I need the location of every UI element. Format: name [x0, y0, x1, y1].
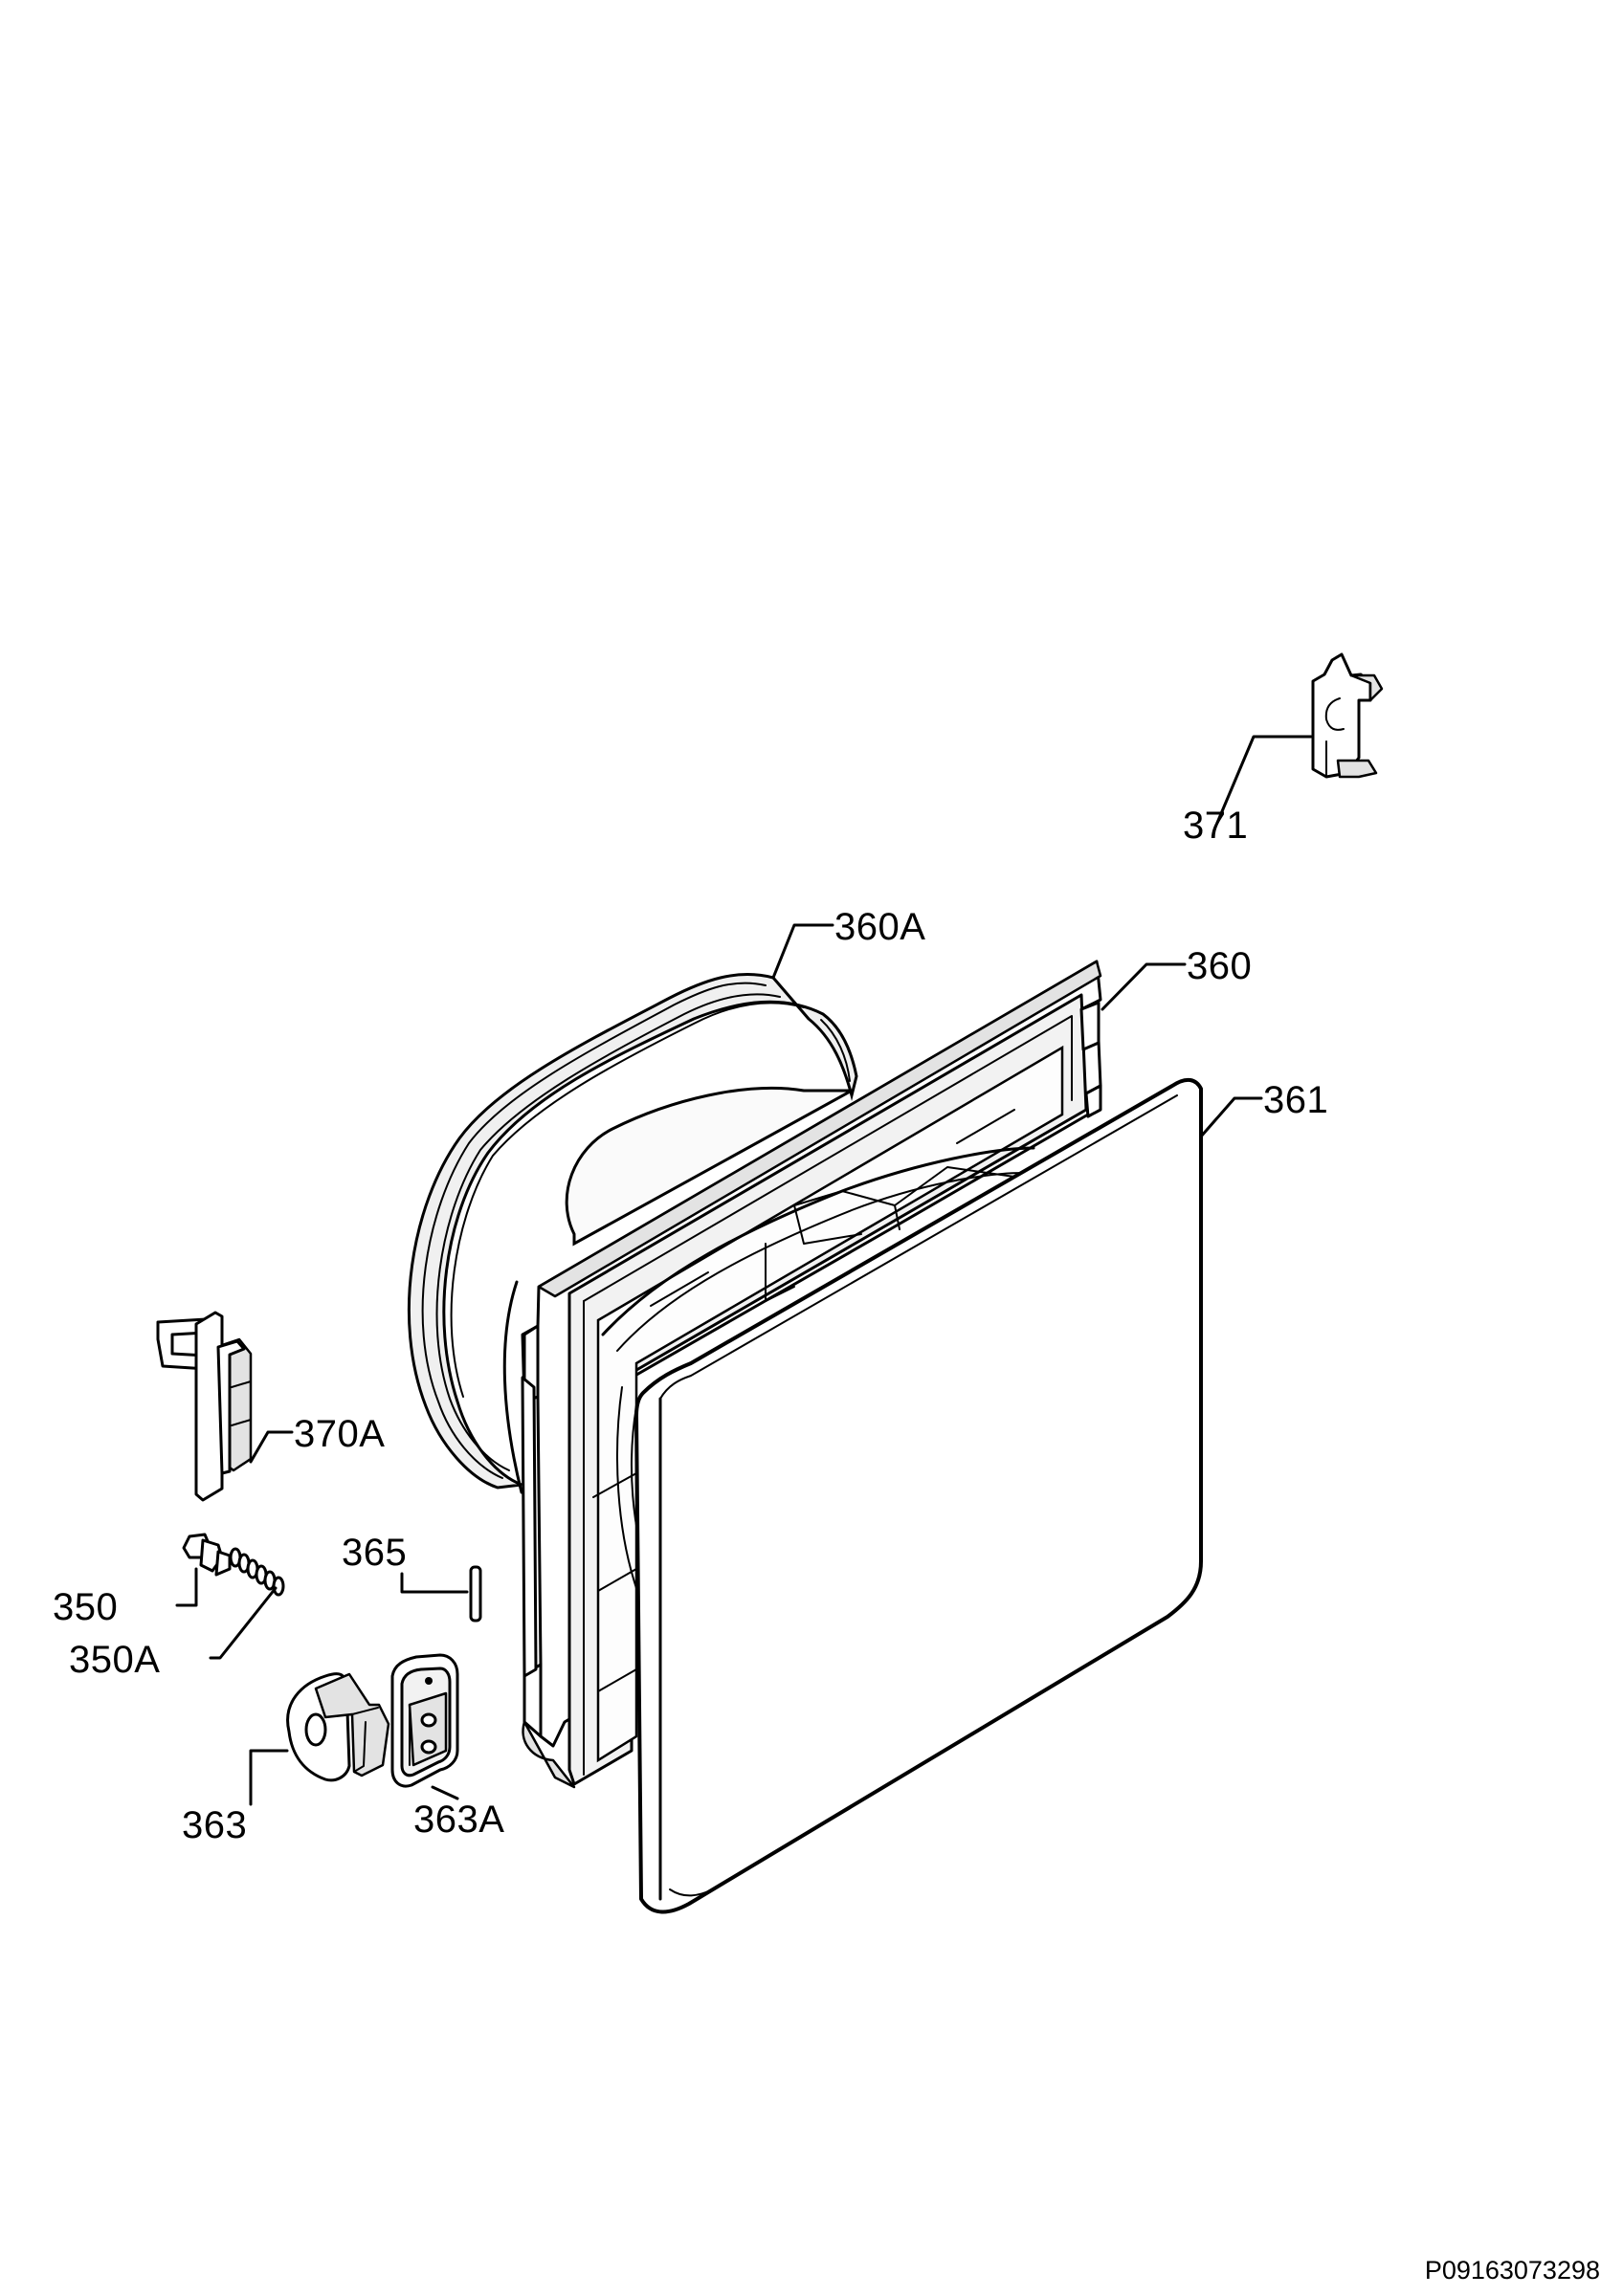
leader-361	[1199, 1096, 1263, 1138]
door-latch	[156, 1311, 253, 1502]
outer-door-panel	[634, 1077, 1203, 1914]
label-370A: 370A	[294, 1413, 385, 1455]
spring	[229, 1547, 285, 1597]
hinge-pin	[469, 1565, 482, 1623]
label-361: 361	[1263, 1079, 1328, 1121]
label-360: 360	[1187, 945, 1252, 987]
label-371: 371	[1183, 805, 1248, 847]
leader-350	[175, 1567, 198, 1607]
door-seal-gasket	[407, 973, 858, 1490]
leader-lines	[175, 735, 1313, 1806]
label-363: 363	[182, 1804, 247, 1846]
door-catch-bracket	[1311, 652, 1384, 779]
reference-code: P09163073298	[1425, 2256, 1600, 2285]
label-360A: 360A	[834, 906, 925, 948]
label-350A: 350A	[69, 1639, 160, 1681]
hinge-cam	[286, 1672, 390, 1782]
leader-370A	[249, 1430, 294, 1464]
hinge-bracket	[390, 1653, 459, 1788]
label-365: 365	[342, 1532, 407, 1574]
leader-371	[1215, 735, 1313, 825]
leader-363A	[431, 1785, 459, 1800]
leader-360	[1101, 962, 1187, 1011]
label-363A: 363A	[413, 1799, 504, 1841]
leader-363	[249, 1749, 289, 1806]
label-350: 350	[53, 1586, 118, 1628]
screw	[182, 1533, 232, 1577]
inner-door-frame	[502, 960, 1102, 1789]
leader-360A	[771, 923, 834, 980]
leader-350A	[209, 1586, 278, 1660]
leader-365	[400, 1572, 469, 1594]
